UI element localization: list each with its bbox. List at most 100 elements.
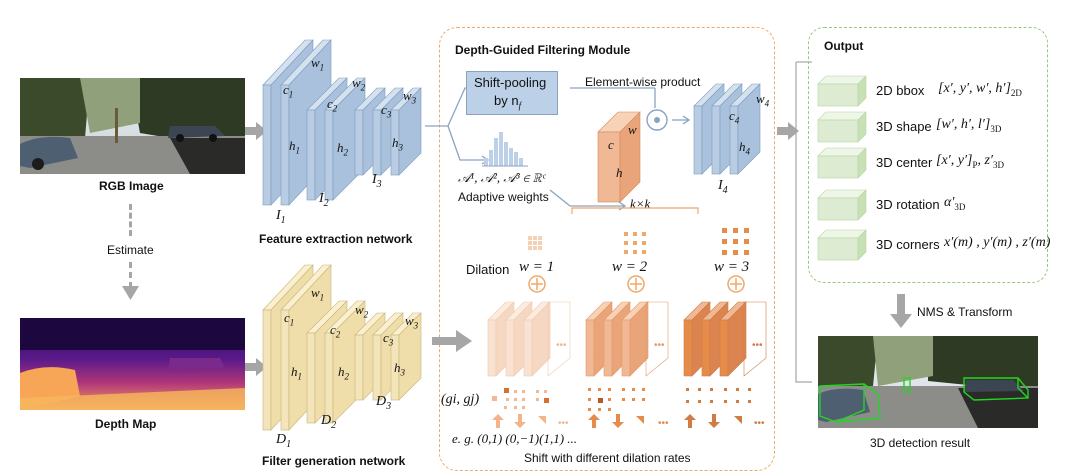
elementwise-label: Element-wise product	[585, 75, 701, 89]
estimate-arrow-head	[122, 286, 139, 300]
dilated-blocks-w3: •••	[683, 301, 767, 377]
output-item-name: 2D bbox	[876, 83, 925, 98]
feature-c1: c1	[283, 82, 294, 100]
output-bracket	[795, 61, 812, 383]
filter-c2: c2	[330, 322, 341, 340]
detection-result-label: 3D detection result	[870, 436, 971, 450]
output-item-name: 3D shape	[876, 119, 932, 134]
dilation-pattern-w3	[722, 228, 749, 255]
output-cube-icon	[817, 111, 867, 143]
gigj-label: (gi, gj)	[441, 392, 480, 407]
svg-text:•••: •••	[754, 418, 765, 429]
shift-example: e. g. (0,1) (0,−1)(1,1) ...	[452, 431, 578, 446]
dilation-pattern-w2	[624, 232, 646, 254]
module-title: Depth-Guided Filtering Module	[455, 43, 631, 57]
feature-I1: I1	[276, 208, 286, 226]
feature-block-I2	[306, 77, 366, 201]
dilation-label: Dilation	[466, 262, 510, 277]
adaptive-weights-histogram	[482, 132, 528, 167]
I4-w4: w4	[756, 91, 770, 109]
filter-c1: c1	[284, 310, 295, 328]
output-item-name: 3D rotation	[876, 197, 940, 212]
svg-text:•••: •••	[752, 340, 763, 351]
output-item-name: 3D corners	[876, 237, 940, 252]
output-cube-icon	[817, 147, 867, 179]
filter-D3: D3	[376, 394, 392, 412]
feature-h3: h3	[392, 135, 403, 153]
filter-h2: h2	[338, 364, 349, 382]
filter-network-title: Filter generation network	[262, 454, 406, 468]
plus-icon-w2	[627, 275, 645, 293]
output-cube-icon	[817, 189, 867, 221]
filter-block-D3	[354, 312, 422, 401]
plus-icon-w1	[528, 275, 546, 293]
feature-network-title: Feature extraction network	[259, 232, 413, 246]
rgb-to-feature-arrow	[245, 122, 267, 140]
detection-result-image	[818, 336, 1038, 428]
output-item: 3D corners x′(m) , y′(m) , z′(m)	[816, 228, 1050, 264]
depth-to-filter-arrow	[245, 358, 267, 376]
output-item-formula: [x′, y′]P, z′3D	[936, 153, 1004, 170]
filter-w3: w3	[405, 313, 419, 331]
feature-c3: c3	[381, 102, 392, 120]
output-item: 3D rotation α′3D	[816, 188, 1040, 224]
filter-w1: w1	[311, 285, 325, 303]
output-item-formula: [x′, y′, w′, h′]2D	[938, 81, 1022, 98]
output-item-formula: x′(m) , y′(m) , z′(m)	[944, 235, 1051, 250]
feature-network-blocks	[262, 39, 422, 206]
nms-label: NMS & Transform	[917, 305, 1013, 319]
filter-D1: D1	[276, 432, 292, 450]
estimate-label: Estimate	[107, 243, 154, 257]
dilated-blocks-w1: •••	[487, 301, 571, 377]
dilation-w3: w = 3	[714, 259, 750, 275]
svg-text:•••: •••	[654, 340, 665, 351]
nms-arrow	[890, 294, 912, 328]
feature-w1: w1	[311, 55, 325, 73]
dilated-blocks-w2: •••	[585, 301, 669, 377]
output-title: Output	[824, 39, 864, 53]
filter-c3: c3	[383, 330, 394, 348]
feature-h2: h2	[337, 140, 348, 158]
filter-to-module-arrow	[432, 330, 472, 352]
kxk-label: k×k	[630, 196, 651, 211]
feature-block-I4	[693, 83, 761, 175]
depth-map-label: Depth Map	[95, 417, 157, 431]
svg-text:•••: •••	[558, 418, 569, 429]
output-item: 3D shape [w′, h′, l′]3D	[816, 110, 1040, 146]
feature-c2: c2	[327, 96, 338, 114]
feature-w3: w3	[403, 88, 417, 106]
estimate-dashed-line	[129, 204, 132, 236]
svg-text:•••: •••	[658, 418, 669, 429]
output-item-formula: [w′, h′, l′]3D	[936, 117, 1002, 134]
elementwise-product-icon	[646, 109, 668, 131]
adaptive-weights-label: Adaptive weights	[458, 190, 549, 204]
feature-w2: w2	[352, 75, 366, 93]
filter-block-c: c	[608, 137, 614, 152]
shift-pooling-line1: Shift-pooling	[474, 75, 547, 90]
filter-network-blocks	[262, 264, 422, 431]
feature-I2: I2	[319, 191, 329, 209]
rgb-image-label: RGB Image	[99, 179, 164, 193]
output-item: 2D bbox [x′, y′, w′, h′]2D	[816, 74, 1040, 110]
I4-label: I4	[718, 178, 728, 196]
svg-text:•••: •••	[556, 340, 567, 351]
adaptive-formula: 𝒜¹, 𝒜², 𝒜³ ∈ ℝᶜ	[458, 170, 546, 185]
feature-I3: I3	[372, 172, 382, 190]
feature-block-I3	[354, 87, 422, 176]
filter-block-w: w	[628, 122, 637, 137]
depth-map-image	[20, 318, 245, 410]
estimate-dashed-line-2	[129, 262, 132, 288]
output-cube-icon	[817, 229, 867, 261]
shift-pooling-line2: by nf	[494, 93, 522, 111]
kxk-bracket	[571, 207, 699, 214]
feature-h1: h1	[289, 138, 300, 156]
module-dashed-frame	[439, 27, 775, 471]
shift-pooling-box	[466, 71, 558, 115]
depth-filter-block	[597, 111, 641, 203]
dilation-w1: w = 1	[519, 259, 555, 275]
filter-w2: w2	[355, 302, 369, 320]
filter-h1: h1	[291, 364, 302, 382]
output-item-formula: α′3D	[944, 195, 966, 212]
filter-block-h: h	[616, 165, 623, 180]
module-to-output-arrow	[777, 122, 799, 140]
